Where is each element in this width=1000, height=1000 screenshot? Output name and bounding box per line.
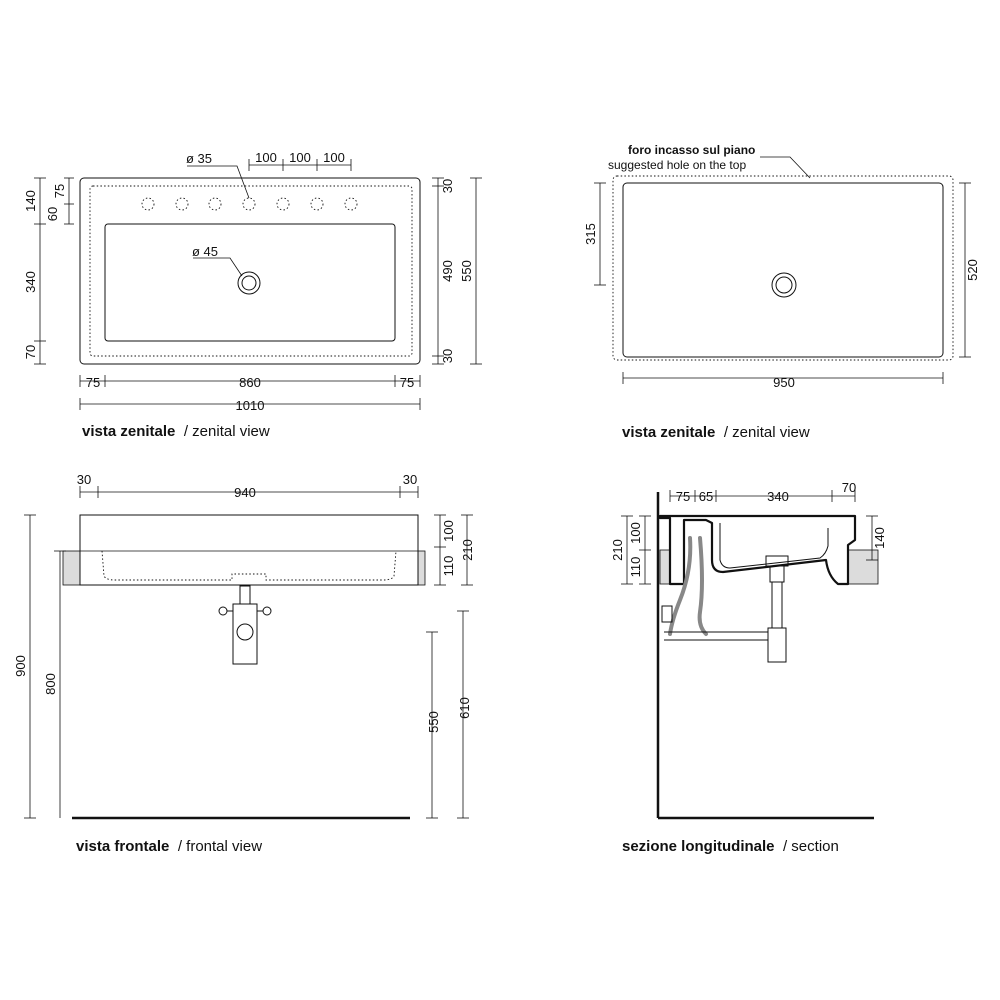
top-dim: 30 (77, 472, 91, 487)
tap-hole (175, 197, 189, 211)
supply-pipe (697, 536, 708, 636)
left-dim: 340 (23, 271, 38, 293)
basin-front (79, 514, 419, 586)
note-english: suggested hole on the top (608, 158, 746, 172)
drain (237, 271, 261, 295)
right-dim: 100 (441, 520, 456, 542)
spacing-dim: 100 (255, 150, 277, 165)
frontal-view-panel: 30 940 30 900 800 100 110 210 550 610 vi… (13, 472, 475, 855)
bottom-dim: 75 (86, 375, 100, 390)
bottom-dim: 950 (773, 375, 795, 390)
right-dim: 550 (459, 260, 474, 282)
siphon (218, 585, 272, 665)
right-dim: 30 (440, 179, 455, 193)
left-dim: 210 (610, 539, 625, 561)
left-dim: 315 (583, 223, 598, 245)
bottom-dim: 75 (400, 375, 414, 390)
top-dim: 65 (699, 489, 713, 504)
left-dim: 100 (628, 522, 643, 544)
basin-outline (79, 177, 421, 365)
top-dim: 30 (403, 472, 417, 487)
countertop-right (847, 549, 879, 585)
basin-rim-dotted (89, 185, 413, 357)
tap-hole (141, 197, 155, 211)
caption: sezione longitudinale / section (622, 838, 839, 855)
bowl-hidden-line (101, 550, 397, 581)
drain (771, 272, 797, 298)
drain-diameter-label: ø 45 (192, 244, 218, 259)
left-dim: 140 (23, 190, 38, 212)
left-dim: 70 (23, 345, 38, 359)
top-dim: 70 (842, 480, 856, 495)
supply-pipe (668, 536, 693, 636)
tap-hole (242, 197, 256, 211)
section-view-panel: 75 65 340 70 210 110 100 140 sezione lon… (610, 480, 887, 855)
caption: vista zenitale / zenital view (82, 423, 270, 440)
right-dim: 110 (441, 556, 456, 577)
hole-view-panel: foro incasso sul piano suggested hole on… (583, 143, 980, 441)
tap-hole (310, 197, 324, 211)
left-dim: 75 (52, 184, 67, 198)
top-dim: 340 (767, 489, 789, 504)
countertop-dotted (612, 175, 954, 361)
basin-bowl (104, 223, 396, 342)
left-dim: 110 (628, 557, 643, 578)
top-dim: 940 (234, 485, 256, 500)
tap-hole (276, 197, 290, 211)
tap-hole (344, 197, 358, 211)
note-italian: foro incasso sul piano (628, 143, 755, 157)
basin-inner-wall (719, 523, 829, 569)
right-dim: 490 (440, 260, 455, 282)
right-dim: 550 (426, 711, 441, 733)
hole-diameter-label: ø 35 (186, 151, 212, 166)
left-dim: 900 (13, 655, 28, 677)
right-dim: 520 (965, 259, 980, 281)
spacing-dim: 100 (289, 150, 311, 165)
top-dim: 75 (676, 489, 690, 504)
tap-hole (208, 197, 222, 211)
bottom-dim: 860 (239, 375, 261, 390)
caption: vista zenitale / zenital view (622, 424, 810, 441)
right-dim: 210 (460, 539, 475, 561)
right-dim: 140 (872, 527, 887, 549)
left-dim: 800 (43, 673, 58, 695)
left-dim: 60 (45, 207, 60, 221)
siphon (661, 555, 789, 663)
bottom-dim: 1010 (236, 398, 265, 413)
right-dim: 610 (457, 697, 472, 719)
caption: vista frontale / frontal view (76, 838, 262, 855)
right-dim: 30 (440, 349, 455, 363)
spacing-dim: 100 (323, 150, 345, 165)
suggested-hole (622, 182, 944, 358)
tap-holes (141, 197, 358, 211)
zenital-view-panel: ø 35 ø 45 100 100 100 140 75 60 340 70 (23, 150, 482, 440)
basin-section (658, 514, 857, 586)
